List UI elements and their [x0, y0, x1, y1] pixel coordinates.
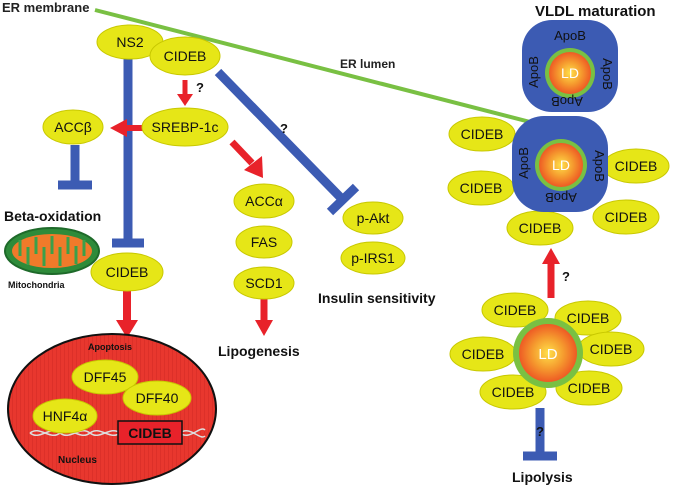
cideb-node: CIDEB: [506, 210, 574, 246]
node-p-akt: p-Akt: [342, 201, 404, 235]
node-dff45: DFF45: [71, 359, 139, 395]
cideb-node: CIDEB: [602, 148, 670, 184]
apoptosis-label: Apoptosis: [88, 342, 132, 352]
er-membrane-line: [94, 8, 601, 142]
node-acc-beta-label: ACCβ: [54, 119, 92, 135]
node-cideb-nuclear: CIDEB: [117, 420, 183, 445]
node-hnf4a: HNF4α: [32, 398, 98, 434]
beta-oxidation-label: Beta-oxidation: [4, 208, 101, 224]
nucleus: Apoptosis DFF45 DFF40 HNF4α CIDEB Nucleu…: [7, 333, 217, 485]
node-hnf4a-label: HNF4α: [43, 408, 88, 424]
svg-text:CIDEB: CIDEB: [567, 310, 610, 326]
svg-text:CIDEB: CIDEB: [590, 341, 633, 357]
node-cideb-mid-label: CIDEB: [106, 264, 149, 280]
question-mark-srebp: ?: [196, 80, 204, 95]
question-mark-akt: ?: [280, 121, 288, 136]
svg-text:CIDEB: CIDEB: [519, 220, 562, 236]
node-dff45-label: DFF45: [84, 369, 127, 385]
cideb-node: CIDEB: [554, 300, 622, 336]
node-acc-beta: ACCβ: [42, 109, 104, 145]
node-cideb-top: CIDEB: [149, 36, 221, 76]
svg-text:CIDEB: CIDEB: [494, 302, 537, 318]
svg-text:CIDEB: CIDEB: [461, 126, 504, 142]
node-acc-alpha-label: ACCα: [245, 193, 283, 209]
apob-mem-3: ApoB: [545, 190, 577, 205]
node-p-irs1: p-IRS1: [340, 241, 406, 275]
question-mark-vldl: ?: [562, 269, 570, 284]
node-scd1: SCD1: [233, 266, 295, 300]
node-ns2: NS2: [96, 24, 164, 60]
vldl-particle-top: LD ApoB ApoB ApoB ApoB: [522, 20, 618, 112]
svg-text:CIDEB: CIDEB: [492, 384, 535, 400]
node-scd1-label: SCD1: [245, 275, 283, 291]
node-cideb-nuclear-label: CIDEB: [128, 425, 172, 441]
node-ns2-label: NS2: [116, 34, 143, 50]
apob-top-4: ApoB: [551, 94, 583, 109]
cideb-node: CIDEB: [592, 199, 660, 235]
er-lumen-label: ER lumen: [340, 57, 395, 71]
insulin-sensitivity-label: Insulin sensitivity: [318, 290, 436, 306]
node-cideb-mid: CIDEB: [90, 252, 164, 292]
node-cideb-top-label: CIDEB: [164, 48, 207, 64]
cideb-node: CIDEB: [447, 170, 515, 206]
cideb-node: CIDEB: [449, 336, 517, 372]
cideb-node: CIDEB: [448, 116, 516, 152]
ld-label-top: LD: [561, 65, 579, 81]
apob-top-3: ApoB: [600, 58, 615, 90]
node-dff40-label: DFF40: [136, 390, 179, 406]
svg-text:CIDEB: CIDEB: [460, 180, 503, 196]
ld-label-membrane: LD: [552, 157, 570, 173]
node-acc-alpha: ACCα: [233, 183, 295, 219]
node-dff40: DFF40: [122, 380, 192, 416]
node-p-akt-label: p-Akt: [357, 210, 390, 226]
cideb-node: CIDEB: [577, 331, 645, 367]
apob-mem-2: ApoB: [592, 150, 607, 182]
ld-label-lower: LD: [538, 346, 557, 363]
er-membrane-label: ER membrane: [2, 0, 89, 15]
vldl-particle-membrane: LD ApoB ApoB ApoB: [512, 116, 608, 212]
svg-text:CIDEB: CIDEB: [615, 158, 658, 174]
svg-text:CIDEB: CIDEB: [605, 209, 648, 225]
svg-text:CIDEB: CIDEB: [462, 346, 505, 362]
nucleus-label: Nucleus: [58, 455, 97, 466]
inhibition-lines: [58, 55, 557, 461]
cideb-node: CIDEB: [479, 374, 547, 410]
node-srebp: SREBP-1c: [141, 107, 229, 147]
cideb-node: CIDEB: [555, 370, 623, 406]
node-fas-label: FAS: [251, 234, 277, 250]
apob-mem-1: ApoB: [516, 147, 531, 179]
node-p-irs1-label: p-IRS1: [351, 250, 395, 266]
svg-text:CIDEB: CIDEB: [568, 380, 611, 396]
lipid-droplet-lower: LD: [513, 318, 583, 388]
lipolysis-label: Lipolysis: [512, 469, 573, 485]
cideb-cluster-membrane: CIDEB CIDEB CIDEB CIDEB CIDEB LD ApoB Ap…: [447, 116, 670, 246]
mitochondria-icon: [4, 227, 100, 275]
apob-top-1: ApoB: [554, 28, 586, 43]
cideb-cluster-lower: CIDEB CIDEB CIDEB CIDEB CIDEB CIDEB LD: [449, 292, 645, 410]
node-fas: FAS: [235, 225, 293, 259]
node-srebp-label: SREBP-1c: [152, 119, 219, 135]
vldl-maturation-label: VLDL maturation: [535, 3, 656, 20]
lipogenesis-label: Lipogenesis: [218, 343, 300, 359]
question-mark-lipolysis: ?: [536, 424, 544, 439]
cideb-node: CIDEB: [481, 292, 549, 328]
mitochondria-label: Mitochondria: [8, 280, 65, 290]
apob-top-2: ApoB: [526, 56, 541, 88]
